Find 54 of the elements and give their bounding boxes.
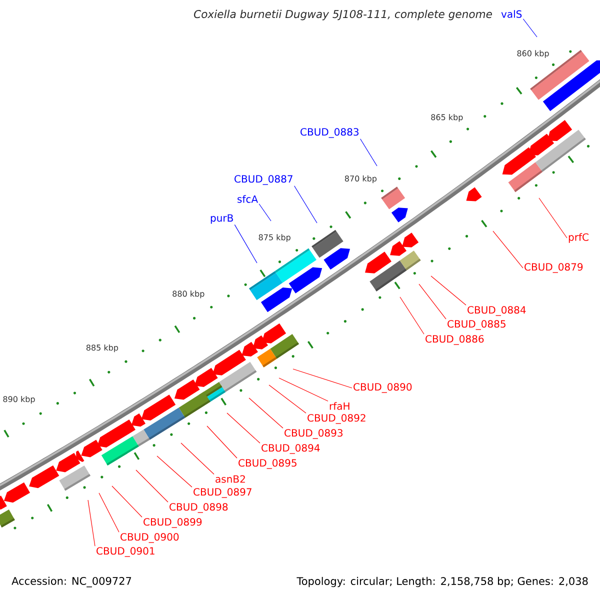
leader-line	[136, 470, 168, 502]
gene-label: asnB2	[216, 475, 245, 483]
gene-label: CBUD_0899	[144, 518, 202, 528]
leader-line	[112, 486, 142, 518]
leader-line	[268, 384, 306, 414]
gene-label: CBUD_0898	[170, 503, 228, 513]
tick-label: 880 kbp	[172, 290, 204, 298]
leader-line	[226, 412, 260, 444]
leader-line	[294, 186, 318, 224]
gene-label: CBUD_0895	[238, 459, 296, 469]
tick-label: 875 kbp	[258, 234, 290, 242]
tick-label: 860 kbp	[517, 50, 549, 58]
gene-label: valS	[501, 10, 522, 18]
leader-line	[400, 296, 424, 334]
gene-label: CBUD_0879	[524, 263, 583, 273]
leader-line	[156, 456, 192, 488]
gene-label: rfaH	[330, 402, 350, 410]
tick-label: 885 kbp	[86, 344, 118, 352]
gene-label: prfC	[568, 233, 588, 243]
leader-line	[258, 204, 272, 222]
tick-label: 890 kbp	[3, 396, 35, 404]
title: Coxiella burnetii Dugway 5J108-111, complete genome	[194, 10, 492, 20]
tick-label: 870 kbp	[344, 175, 377, 184]
gene-label: CBUD_0893	[284, 429, 342, 439]
leader-line	[522, 18, 538, 38]
footer-text: Topology: circular; Length: 2,158,758 bp; Genes: 2,038	[296, 576, 588, 588]
leader-line	[292, 368, 352, 388]
gene-label: CBUD_0894	[262, 444, 320, 454]
leader-line	[278, 378, 328, 402]
leader-line	[418, 284, 446, 320]
gene-label: CBUD_0897	[194, 488, 252, 498]
leader-line	[180, 442, 214, 475]
gene-label: CBUD_0884	[468, 306, 526, 316]
leader-line	[492, 230, 524, 268]
gene-label: CBUD_0890	[354, 383, 412, 393]
leader-line	[88, 500, 96, 546]
gene-label: CBUD_0887	[234, 175, 292, 185]
leader-line	[206, 426, 238, 458]
gene-label: CBUD_0901	[96, 547, 154, 557]
gene-label: CBUD_0883	[300, 128, 358, 138]
leader-line	[360, 138, 378, 166]
gene-label: CBUD_0892	[308, 414, 366, 424]
gene-label: purB	[210, 214, 233, 224]
footer-text: Accession: NC_009727	[12, 576, 132, 588]
leader-line	[98, 492, 120, 532]
leader-line	[248, 398, 284, 428]
gene-label: CBUD_0900	[120, 533, 179, 543]
gene-label: sfcA	[238, 195, 258, 203]
leader-line	[538, 198, 568, 238]
gene-label: CBUD_0886	[426, 335, 484, 345]
tick-label: 865 kbp	[431, 114, 463, 122]
gene-label: CBUD_0885	[448, 320, 506, 330]
leader-line	[430, 276, 466, 306]
leader-line	[234, 224, 258, 264]
